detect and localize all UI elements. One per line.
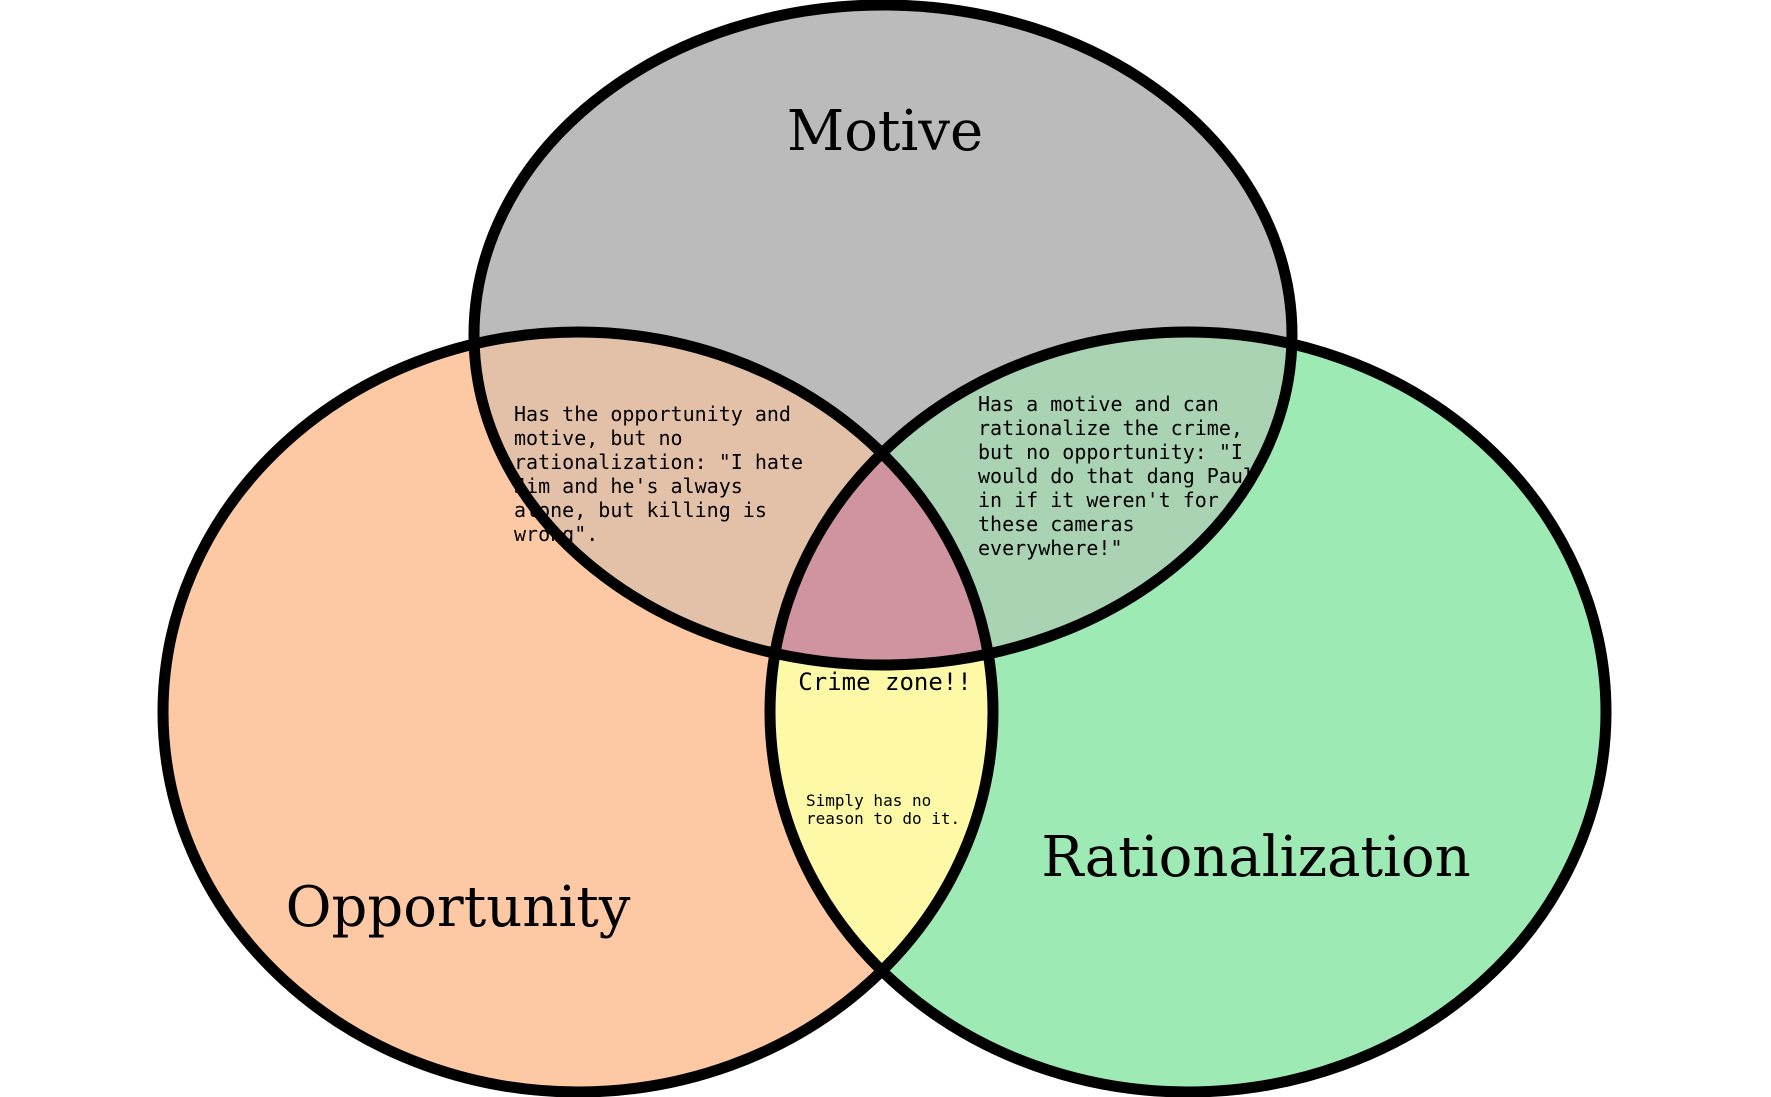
region-text-line: in if it weren't for bbox=[978, 488, 1219, 512]
region-text-line: would do that dang Paul bbox=[978, 464, 1255, 488]
region-text-line: but no opportunity: "I bbox=[978, 440, 1243, 464]
region-text-line: Simply has no bbox=[806, 791, 931, 810]
motive-outline bbox=[468, 0, 1298, 671]
region-text-line: wrong". bbox=[514, 522, 598, 546]
opportunity-label: Opportunity bbox=[286, 875, 631, 940]
region-text-line: everywhere!" bbox=[978, 536, 1123, 560]
rationalization-label: Rationalization bbox=[1041, 825, 1470, 890]
motive-rationalization-overlap bbox=[770, 332, 1292, 665]
region-text-line: alone, but killing is bbox=[514, 498, 767, 522]
motive-opportunity-overlap bbox=[474, 332, 993, 665]
region-text-line: these cameras bbox=[978, 512, 1135, 536]
opportunity-outline bbox=[157, 326, 999, 1097]
motive-label: Motive bbox=[787, 99, 983, 164]
region-text-line: Has a motive and can bbox=[978, 392, 1219, 416]
region-text-line: Has the opportunity and bbox=[514, 402, 791, 426]
region-text-line: rationalize the crime, bbox=[978, 416, 1243, 440]
region-text-line: rationalization: "I hate bbox=[514, 450, 803, 474]
rationalization-outline bbox=[764, 326, 1612, 1097]
region-text-line: reason to do it. bbox=[806, 809, 960, 828]
crime-zone-label: Crime zone!! bbox=[798, 668, 971, 696]
region-text-line: motive, but no bbox=[514, 426, 683, 450]
region-text-line: Jim and he's always bbox=[514, 474, 743, 498]
